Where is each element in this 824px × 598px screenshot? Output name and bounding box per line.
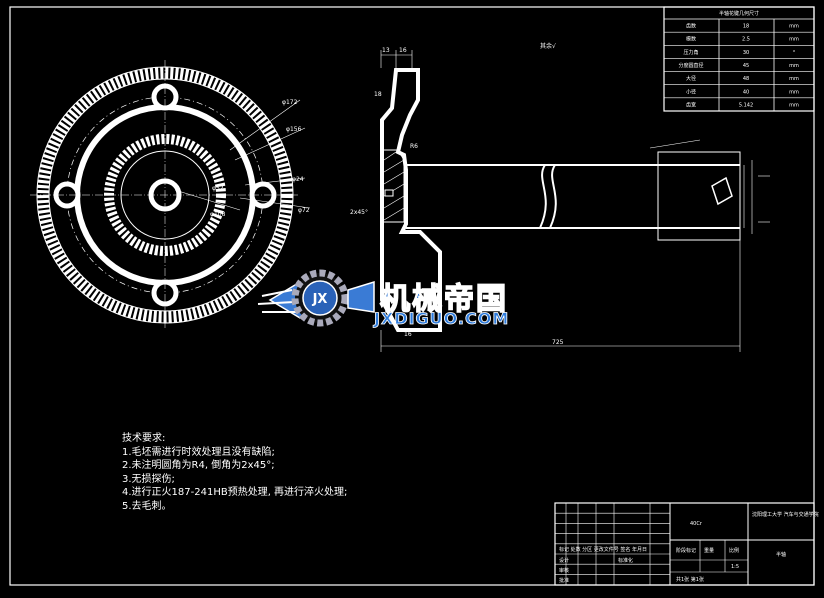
params-table-title: 半轴花键几何尺寸 xyxy=(719,10,759,17)
tech-req-item: 3.无损探伤; xyxy=(122,473,175,485)
param-name: 模数 xyxy=(686,36,696,43)
dim-d108: φ108 xyxy=(210,211,226,218)
title-block: 40Cr 沈阳理工大学 汽车与交通学院 半轴 阶段标记 重量 比例 1:5 共1… xyxy=(554,502,819,586)
param-value: 5.142 xyxy=(739,102,753,108)
param-value: 2.5 xyxy=(742,37,750,43)
dim-len16: 16 xyxy=(399,47,407,54)
param-name: 齿宽 xyxy=(686,101,696,108)
section-hatch-area xyxy=(381,149,405,223)
flange-end-view: φ172 φ156 φ24 φ72 φ52 φ108 xyxy=(30,60,311,330)
tb-std: 标准化 xyxy=(618,557,633,564)
dim-d24: φ24 xyxy=(292,176,304,183)
tb-stage: 阶段标记 xyxy=(676,547,696,554)
watermark-logo: JX xyxy=(257,269,375,327)
tech-req-item: 5.去毛刺。 xyxy=(122,500,172,512)
tech-req-title: 技术要求: xyxy=(122,433,166,444)
center-hole-detail xyxy=(711,176,733,206)
leader-d156 xyxy=(234,127,306,161)
tb-design: 设计 xyxy=(559,557,569,564)
tech-req-item: 1.毛坯需进行时效处理且没有缺陷; xyxy=(122,446,275,458)
param-value: 48 xyxy=(743,76,749,82)
technical-requirements: 技术要求: 1.毛坯需进行时效处理且没有缺陷; 2.未注明圆角为R4, 倒角为2… xyxy=(122,432,347,513)
surface-finish-note: 其余√ xyxy=(540,42,556,50)
break-line-2 xyxy=(549,164,557,229)
tb-part-name: 半轴 xyxy=(776,551,786,558)
dim-chamfer: 2x45° xyxy=(350,209,368,216)
param-name: 齿数 xyxy=(686,23,696,30)
tech-req-item: 2.未注明圆角为R4, 倒角为2x45°; xyxy=(122,460,275,471)
param-unit: mm xyxy=(789,24,799,30)
svg-text:16: 16 xyxy=(404,331,412,338)
logo-badge-text: JX xyxy=(312,292,328,307)
tb-scale: 1:5 xyxy=(731,564,739,570)
outer-frame xyxy=(9,6,815,586)
leader-d72 xyxy=(239,197,311,209)
param-name: 压力角 xyxy=(683,49,698,56)
tb-check: 审核 xyxy=(559,567,569,574)
param-value: 40 xyxy=(743,89,749,95)
dim-len725: 725 xyxy=(552,339,564,346)
param-unit: mm xyxy=(789,102,799,108)
param-unit: mm xyxy=(789,89,799,95)
leader-d108 xyxy=(174,189,241,211)
dim-d52: φ52 xyxy=(212,185,224,192)
flange-outline xyxy=(380,68,442,332)
shaft-side-view: 13 16 18 2x45° R6 725 16 其余√ xyxy=(350,42,770,352)
param-value: 45 xyxy=(743,63,749,69)
dim-d156: φ156 xyxy=(286,126,302,133)
param-value: 18 xyxy=(743,24,749,30)
tb-school: 沈阳理工大学 汽车与交通学院 xyxy=(752,511,819,518)
tb-weight: 重量 xyxy=(704,547,714,554)
param-unit: mm xyxy=(789,37,799,43)
leader-d172 xyxy=(229,99,301,151)
params-table-frame xyxy=(663,6,815,112)
tb-approve: 批准 xyxy=(559,577,569,584)
param-unit: mm xyxy=(789,63,799,69)
keyway xyxy=(384,189,394,197)
logo-wing-right xyxy=(347,280,375,313)
param-value: 30 xyxy=(743,50,749,56)
dim-d172: φ172 xyxy=(282,99,298,106)
logo-title: 机械帝国 xyxy=(379,281,508,318)
tb-sheet: 共1张 第1张 xyxy=(676,576,704,583)
logo-url: JXDIGUO.COM xyxy=(374,309,510,329)
tb-ratio: 比例 xyxy=(729,547,739,554)
param-name: 分度圆直径 xyxy=(678,62,703,69)
param-name: 大径 xyxy=(686,75,696,82)
spline-end xyxy=(657,151,741,241)
svg-text:R6: R6 xyxy=(410,143,418,150)
tech-req-item: 4.进行正火187-241HB预热处理, 再进行淬火处理; xyxy=(122,487,348,498)
break-line-1 xyxy=(539,164,547,229)
dim-d72: φ72 xyxy=(298,207,310,214)
tb-material: 40Cr xyxy=(690,521,703,527)
param-name: 小径 xyxy=(686,88,696,95)
param-unit: ° xyxy=(793,50,796,56)
dim-len13: 13 xyxy=(382,47,390,54)
tb-revision-header: 标记 处数 分区 更改文件号 签名 年月日 xyxy=(559,546,647,553)
param-unit: mm xyxy=(789,76,799,82)
leader-d24 xyxy=(244,177,306,186)
dim-len18: 18 xyxy=(374,91,382,98)
